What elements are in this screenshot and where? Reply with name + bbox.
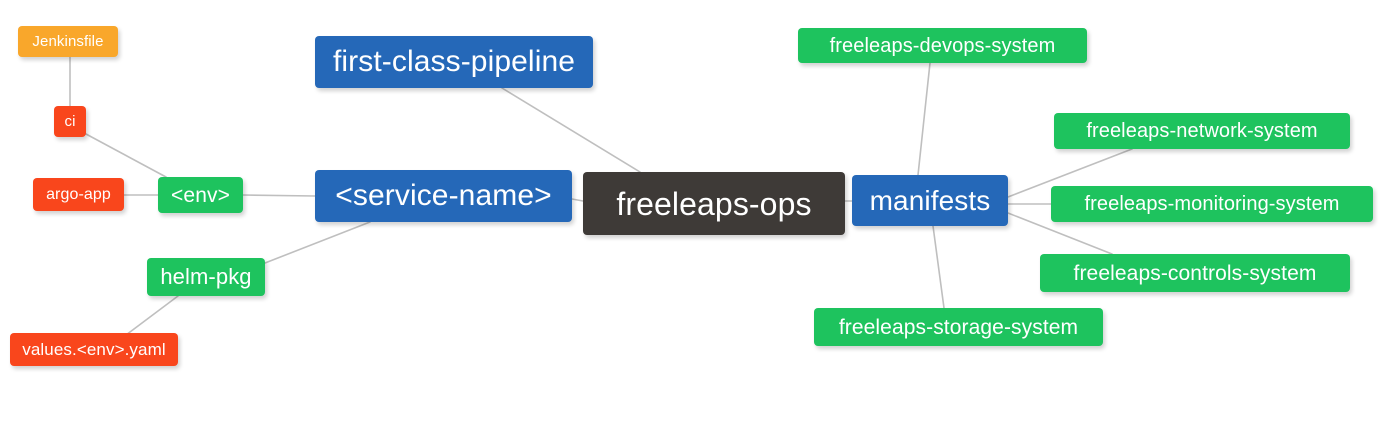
node-label: <service-name> <box>335 179 552 212</box>
node-label: ci <box>64 113 76 130</box>
mindmap-node-helm-pkg[interactable]: helm-pkg <box>147 258 265 296</box>
edge-service-name-to-freeleaps-ops <box>571 198 584 202</box>
mindmap-node-service-name[interactable]: <service-name> <box>315 170 572 222</box>
node-label: manifests <box>869 184 991 216</box>
node-label: freeleaps-devops-system <box>829 34 1056 57</box>
edge-env-to-service-name <box>242 194 316 197</box>
mindmap-node-controls-system[interactable]: freeleaps-controls-system <box>1040 254 1350 292</box>
mindmap-node-first-class[interactable]: first-class-pipeline <box>315 36 593 88</box>
node-label: values.<env>.yaml <box>22 340 166 359</box>
mindmap-node-manifests[interactable]: manifests <box>852 175 1008 226</box>
node-label: <env> <box>171 183 230 207</box>
node-label: freeleaps-ops <box>616 185 812 222</box>
edge-service-name-to-helm-pkg <box>264 221 371 264</box>
mindmap-node-env[interactable]: <env> <box>158 177 243 213</box>
edge-manifests-to-storage-system <box>932 225 945 309</box>
edge-ci-to-env <box>85 133 167 178</box>
node-label: freeleaps-storage-system <box>838 315 1079 339</box>
mindmap-node-argo-app[interactable]: argo-app <box>33 178 124 211</box>
node-label: freeleaps-monitoring-system <box>1084 193 1340 215</box>
mindmap-node-jenkinsfile[interactable]: Jenkinsfile <box>18 26 118 57</box>
mindmap-node-values-yaml[interactable]: values.<env>.yaml <box>10 333 178 366</box>
mindmap-node-storage-system[interactable]: freeleaps-storage-system <box>814 308 1103 346</box>
node-label: freeleaps-network-system <box>1086 120 1318 142</box>
mindmap-node-network-system[interactable]: freeleaps-network-system <box>1054 113 1350 149</box>
node-label: first-class-pipeline <box>332 45 576 78</box>
mindmap-node-freeleaps-ops[interactable]: freeleaps-ops <box>583 172 845 235</box>
node-label: Jenkinsfile <box>32 33 104 50</box>
node-label: freeleaps-controls-system <box>1073 261 1317 285</box>
edge-first-class-to-freeleaps-ops <box>501 87 641 173</box>
mindmap-node-devops-system[interactable]: freeleaps-devops-system <box>798 28 1087 63</box>
mindmap-node-ci[interactable]: ci <box>54 106 86 137</box>
node-label: argo-app <box>46 185 111 203</box>
node-label: helm-pkg <box>160 264 252 289</box>
edge-manifests-to-devops-system <box>917 62 931 176</box>
mindmap-node-monitoring-system[interactable]: freeleaps-monitoring-system <box>1051 186 1373 222</box>
